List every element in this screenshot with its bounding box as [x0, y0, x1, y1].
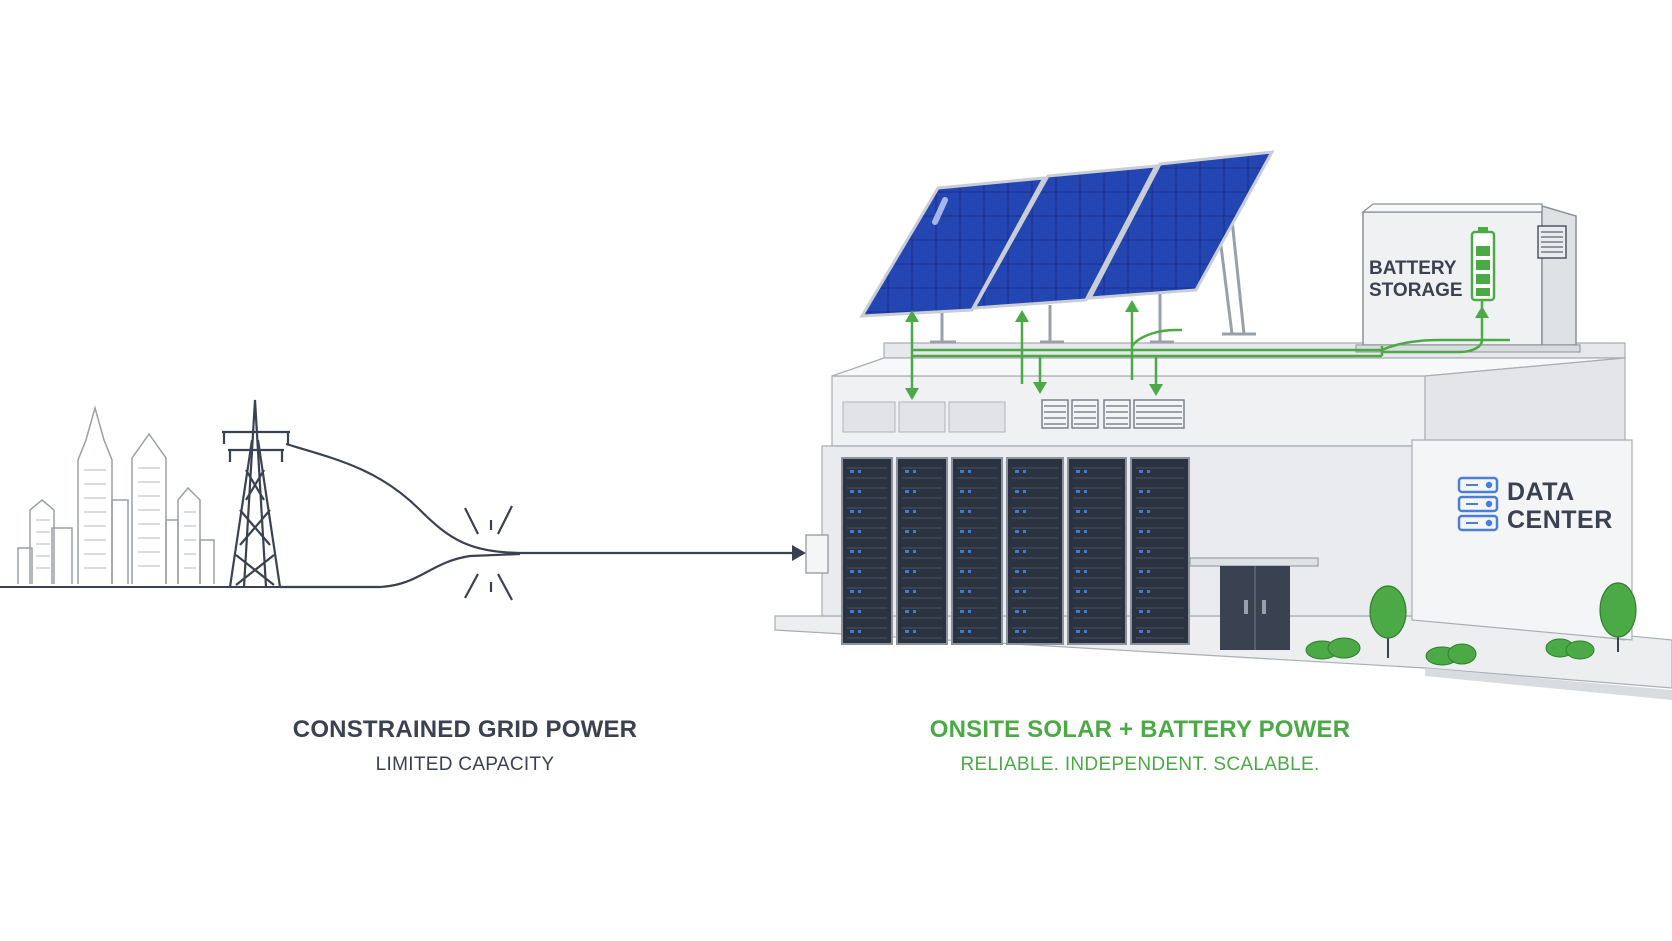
power-flow-lines [910, 300, 1510, 393]
solar-panel-stands [930, 219, 1256, 344]
battery-label-line1: BATTERY [1369, 258, 1457, 279]
grid-connection-box [805, 534, 829, 574]
data-center-label-line1: DATA [1507, 478, 1575, 506]
battery-label-line2: STORAGE [1369, 280, 1463, 301]
tree-icon [1369, 582, 1637, 658]
battery-storage-unit [1355, 203, 1581, 353]
onsite-caption-subtitle: RELIABLE. INDEPENDENT. SCALABLE. [960, 754, 1320, 775]
grid-caption: CONSTRAINED GRID POWER LIMITED CAPACITY [265, 716, 665, 776]
onsite-caption-title: ONSITE SOLAR + BATTERY POWER [929, 716, 1351, 743]
break-spark-icon [464, 505, 513, 601]
power-flow-arrows [905, 300, 1489, 400]
battery-level-icon [1470, 227, 1496, 302]
grid-power-line [280, 442, 792, 589]
grid-caption-title: CONSTRAINED GRID POWER [292, 716, 638, 743]
data-center-label-line2: CENTER [1507, 506, 1613, 534]
vent-louvers [1041, 399, 1185, 429]
solar-panel-icon [859, 150, 1275, 318]
grid-caption-subtitle: LIMITED CAPACITY [375, 754, 555, 775]
server-racks [841, 457, 1190, 645]
city-skyline-icon [17, 405, 215, 584]
grid-arrow-head [792, 545, 806, 561]
transmission-tower-icon [222, 399, 290, 588]
bushes [1305, 637, 1595, 666]
data-center-label: DATA CENTER [1507, 478, 1613, 534]
battery-storage-label: BATTERY STORAGE [1369, 258, 1463, 302]
onsite-caption: ONSITE SOLAR + BATTERY POWER RELIABLE. I… [900, 716, 1380, 776]
server-stack-icon [1457, 476, 1499, 532]
